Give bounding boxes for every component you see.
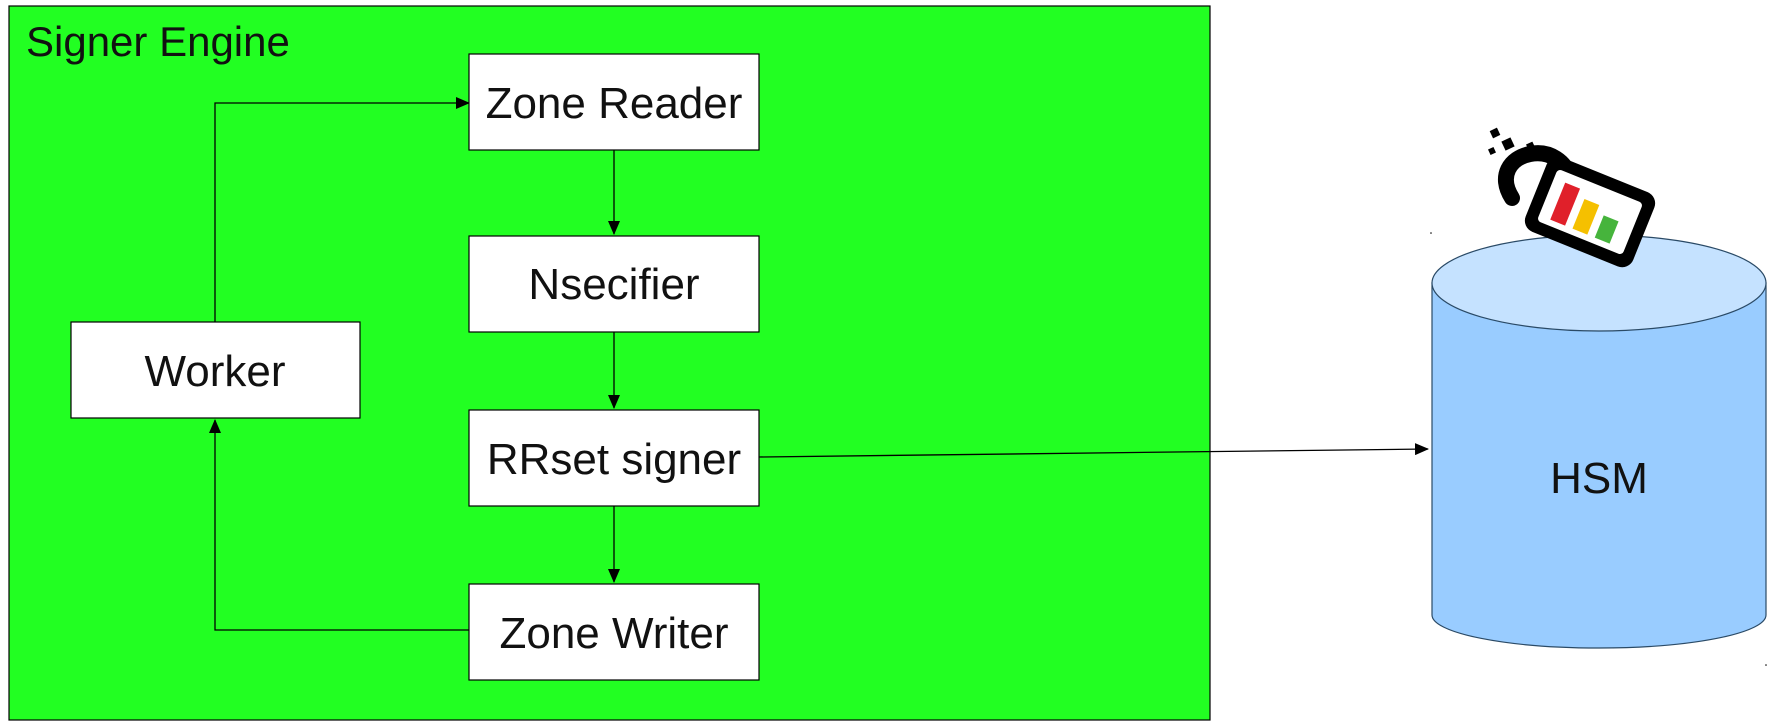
box-nsecifier: Nsecifier [468,235,760,333]
hsm-cylinder: HSM [1431,234,1767,649]
opendnssec-lock-icon [1488,127,1656,268]
zone-reader-label: Zone Reader [486,79,743,128]
box-zone-reader: Zone Reader [468,53,760,151]
box-rrset-signer: RRset signer [468,409,760,507]
rrset-signer-label: RRset signer [487,435,741,484]
worker-label: Worker [145,347,286,396]
arrow-zone-writer-to-worker [209,419,469,631]
corner-dot [1765,664,1767,666]
box-worker: Worker [70,321,361,419]
arrow-rrset-signer-to-hsm [758,443,1429,458]
hsm-label: HSM [1550,454,1648,503]
zone-writer-label: Zone Writer [499,609,728,658]
corner-dot [1430,232,1432,234]
arrow-worker-to-zone-reader [214,97,470,322]
nsecifier-label: Nsecifier [528,260,699,309]
hsm-cylinder-body [1431,282,1767,649]
connectors [209,97,1429,631]
box-zone-writer: Zone Writer [468,583,760,681]
signer-engine-label: Signer Engine [26,18,290,65]
